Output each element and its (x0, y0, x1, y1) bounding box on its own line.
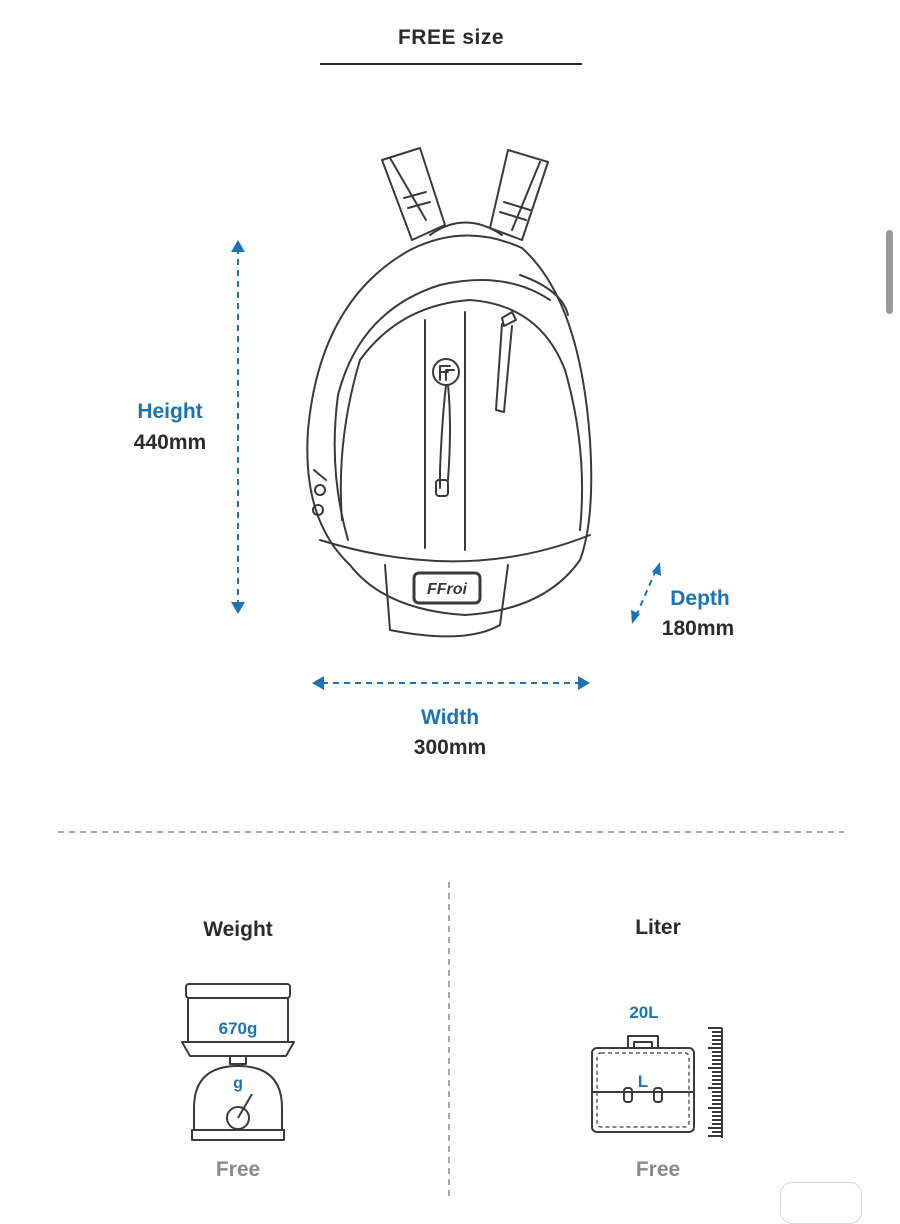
height-arrow (231, 240, 245, 614)
bag-volume-icon: 20L L (591, 1003, 723, 1138)
width-value: 300mm (413, 736, 487, 759)
liter-heading: Liter (635, 916, 681, 939)
title-underline (320, 63, 582, 65)
depth-value: 180mm (661, 617, 735, 640)
weight-heading: Weight (203, 918, 273, 941)
scale-icon: 670g g (181, 983, 295, 1141)
bag-size-label: L (638, 1072, 648, 1091)
scrollbar-thumb[interactable] (886, 230, 893, 314)
height-value: 440mm (133, 431, 207, 454)
patch-label: FFroi (427, 581, 468, 598)
depth-arrow (631, 562, 661, 624)
depth-label: Depth (670, 587, 730, 610)
weight-size: Free (215, 1158, 261, 1181)
backpack-illustration: FFroi (306, 147, 593, 638)
page-title: FREE size (397, 26, 505, 49)
liter-size: Free (635, 1158, 681, 1181)
volume-value: 20L (629, 1003, 658, 1022)
height-label: Height (137, 400, 203, 423)
section-divider (58, 831, 844, 833)
ruler-icon (708, 1027, 723, 1138)
column-divider (448, 882, 450, 1200)
width-arrow (312, 676, 590, 690)
scale-dial-unit: g (233, 1075, 243, 1092)
floating-button[interactable] (780, 1182, 862, 1224)
width-label: Width (420, 706, 480, 729)
scale-readout: 670g (219, 1019, 258, 1038)
